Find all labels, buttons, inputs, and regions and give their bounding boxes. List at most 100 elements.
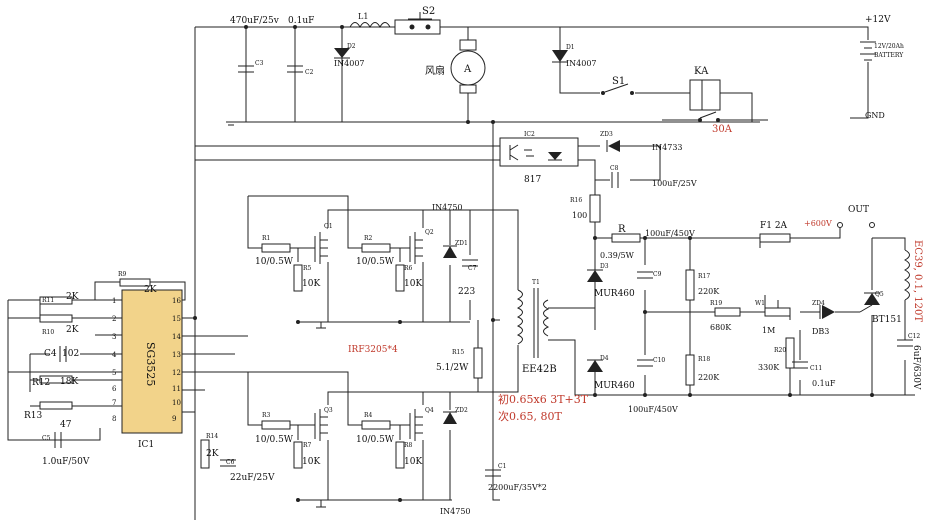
label-r19val: 680K (710, 323, 732, 332)
label-r3val: 10/0.5W (255, 435, 294, 445)
mosfet-q2-symbol (409, 232, 423, 264)
diac-zd4-symbol (819, 305, 835, 319)
diode-d1-symbol (552, 50, 568, 63)
label-cap-top: 100uF/450V (645, 229, 695, 238)
resistor-r3-symbol (261, 420, 291, 430)
label-d3val: MUR460 (594, 289, 635, 299)
label-s1: S1 (612, 76, 625, 87)
label-secondary: 次0.65, 80T (498, 409, 562, 423)
resistor-r4-symbol (361, 420, 391, 430)
cap-c8-symbol (611, 172, 619, 188)
label-cap-470: 470uF/25v (230, 16, 280, 26)
label-r4val: 10/0.5W (356, 435, 395, 445)
label-r4: R4 (364, 412, 373, 419)
label-r17: R17 (698, 273, 710, 280)
label-t1: T1 (532, 279, 540, 286)
label-r9: R9 (118, 271, 127, 278)
label-r13: R13 (24, 411, 43, 421)
label-r17val: 220K (698, 287, 720, 296)
cap-c4-symbol (59, 346, 67, 362)
label-cap-bot: 100uF/450V (628, 405, 678, 414)
diode-d3-symbol (587, 269, 603, 282)
switch-s2-symbol (394, 12, 441, 35)
ic1-pin: 1 (112, 297, 116, 305)
label-primary: 初0.65x6 3T+3T (498, 392, 589, 406)
label-r18val: 220K (698, 373, 720, 382)
diode-d4-symbol (587, 359, 603, 372)
label-c11val: 0.1uF (812, 379, 836, 388)
label-rval: 0.39/5W (600, 251, 635, 260)
label-r5: R5 (303, 265, 312, 272)
resistor-r20-symbol (785, 337, 795, 369)
switch-s1-symbol (601, 83, 634, 95)
ic1-pin: 5 (112, 369, 116, 377)
resistor-r15-symbol (473, 347, 483, 379)
ic1-sg3525-body (121, 289, 183, 434)
label-l1: L1 (358, 12, 368, 21)
label-d2: D2 (347, 43, 356, 50)
label-ec: EC39, 0.1, 120T (912, 240, 923, 322)
scr-q5-symbol (859, 292, 880, 313)
label-r15val: 5.1/2W (436, 363, 469, 373)
label-r8: R8 (404, 442, 413, 449)
ic1-pin: 8 (112, 415, 116, 423)
label-c5: C5 (42, 435, 51, 442)
label-c8val: 100uF/25V (652, 179, 697, 188)
label-d4: D4 (600, 355, 609, 362)
label-plus12v: +12V (865, 15, 891, 25)
resistor-r11-symbol (39, 296, 73, 305)
diode-d2-symbol (334, 48, 350, 59)
ic1-pin: 12 (172, 369, 181, 377)
label-zd1: ZD1 (455, 240, 468, 247)
label-r19: R19 (710, 300, 722, 307)
label-c8: C8 (610, 165, 619, 172)
label-r20val: 330K (758, 363, 780, 372)
label-r7: R7 (303, 442, 312, 449)
resistor-r18-symbol (685, 354, 695, 386)
label-r11val: 2K (66, 292, 79, 302)
label-r18: R18 (698, 356, 710, 363)
label-d2val: IN4007 (334, 59, 365, 68)
cap-c11-symbol (792, 361, 808, 369)
cap-c2-symbol (287, 65, 303, 73)
label-c11: C11 (810, 365, 822, 372)
label-r2val: 10/0.5W (356, 257, 395, 267)
battery-symbol (860, 41, 876, 61)
transformer-t1-symbol (516, 288, 550, 358)
ic1-pin: 2 (112, 315, 116, 323)
label-core: EE42B (522, 364, 557, 375)
ic1-pin: 13 (172, 351, 181, 359)
label-zd3: ZD3 (600, 131, 613, 138)
zener-zd3-symbol (606, 140, 620, 152)
label-ic2: IC2 (524, 131, 535, 138)
terminals (837, 222, 875, 228)
mosfet-q3-symbol (314, 409, 328, 441)
label-gnd: GND (865, 111, 885, 120)
label-c12val: 6uF/630V (911, 345, 921, 390)
label-r11: R11 (42, 297, 54, 304)
label-bt151: BT151 (872, 315, 902, 325)
fuse-f1-symbol (759, 233, 791, 243)
label-r10: R10 (42, 329, 54, 336)
ic1-pin: 9 (172, 415, 176, 423)
label-battery: 12V/20Ah (874, 43, 904, 50)
label-r1val: 10/0.5W (255, 257, 294, 267)
label-r2: R2 (364, 235, 373, 242)
ic1-pin: 16 (172, 297, 181, 305)
label-zd4: ZD4 (812, 300, 825, 307)
cap-c5-symbol (54, 432, 62, 448)
ic1-pin: 6 (112, 385, 117, 393)
cap-c10-symbol (637, 359, 653, 367)
label-c2: C2 (305, 69, 314, 76)
resistor-r-symbol (611, 233, 641, 243)
label-q5: Q5 (875, 291, 884, 298)
relay-ka-symbol (689, 79, 721, 122)
ic1-pin: 14 (172, 333, 181, 341)
ic1-pin: 4 (112, 351, 117, 359)
label-motor: A (463, 64, 472, 75)
resistor-r17-symbol (685, 269, 695, 301)
optocoupler-ic2-symbol (499, 137, 579, 167)
label-r1: R1 (262, 235, 270, 242)
label-q3: Q3 (324, 407, 333, 414)
